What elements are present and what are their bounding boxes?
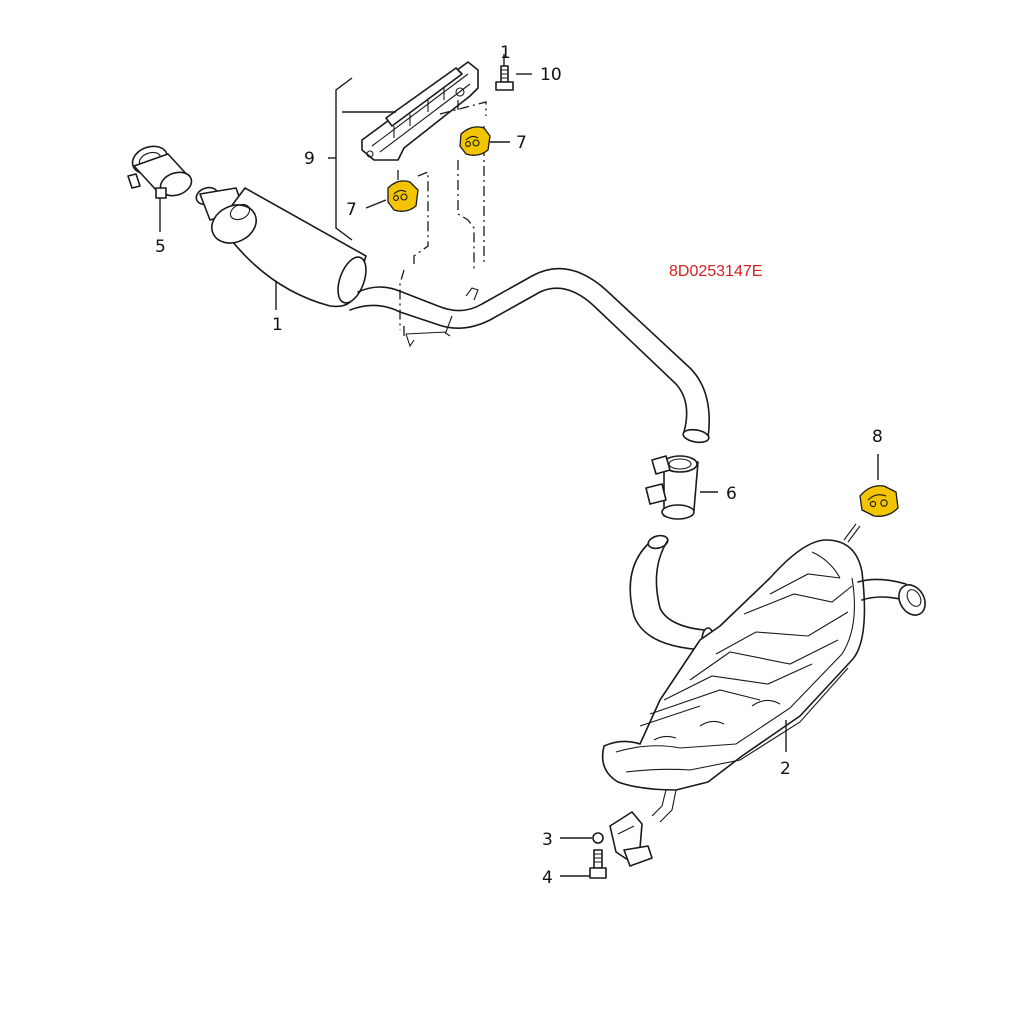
callout-9: 9 xyxy=(304,149,315,169)
assembly-lines xyxy=(397,100,487,340)
bracket-assembly xyxy=(361,61,479,161)
callout-7-right: 7 xyxy=(516,133,527,153)
rear-pipe xyxy=(629,534,715,653)
middle-clamp xyxy=(645,455,699,520)
callout-1-bracket-bolt: 1 xyxy=(500,43,511,63)
rubber-mount-8 xyxy=(859,485,899,517)
callouts: 1 10 9 7 7 5 1 6 8 2 3 4 xyxy=(155,43,883,888)
rubber-mount-7-right xyxy=(459,126,491,156)
callout-1-front-muffler: 1 xyxy=(272,315,283,335)
rubber-mount-7-left xyxy=(387,180,419,212)
callout-8: 8 xyxy=(872,427,883,447)
front-muffler xyxy=(195,186,367,308)
bracket-brace xyxy=(335,77,353,241)
callout-6: 6 xyxy=(726,484,737,504)
callout-5: 5 xyxy=(155,237,166,257)
callout-7-left: 7 xyxy=(346,200,357,220)
intermediate-pipe xyxy=(349,267,710,444)
part-number-label: 8D0253147E xyxy=(669,263,762,280)
callout-2: 2 xyxy=(780,759,791,779)
bracket-bolt xyxy=(495,65,514,91)
front-clamp xyxy=(127,145,193,199)
rear-hanger-bracket xyxy=(589,811,653,879)
rear-silencer xyxy=(601,523,926,823)
callout-10: 10 xyxy=(540,65,562,85)
callout-3: 3 xyxy=(542,830,553,850)
callout-4: 4 xyxy=(542,868,553,888)
leader-lines xyxy=(159,54,879,877)
